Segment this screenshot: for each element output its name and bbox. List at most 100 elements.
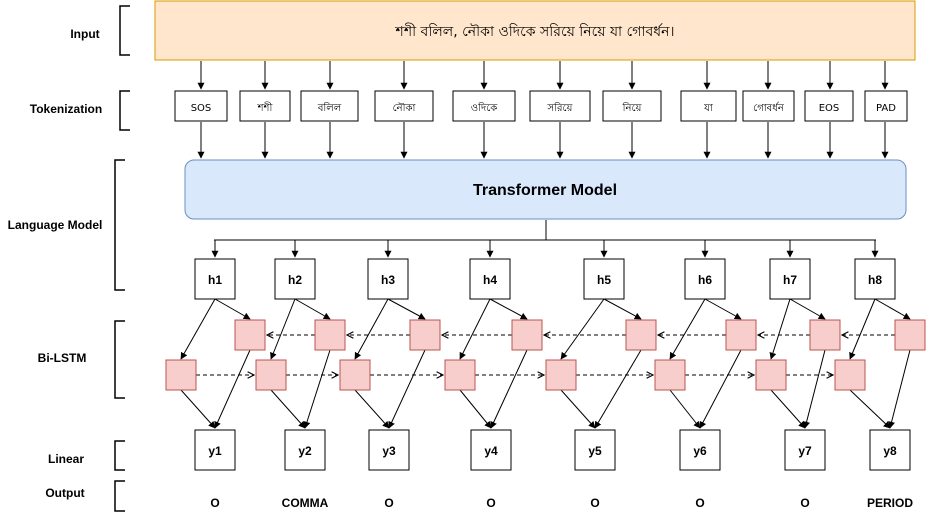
bracket-bilstm	[114, 320, 125, 399]
linear-output-label: y3	[382, 444, 396, 458]
hidden-to-forward-arrow	[560, 298, 605, 360]
output-tag: O	[210, 496, 219, 510]
output-tag: O	[590, 496, 599, 510]
forward-lstm-cell	[444, 359, 476, 391]
hidden-state-label: h2	[288, 273, 302, 287]
backward-to-linear-arrow	[303, 349, 331, 429]
hidden-state-label: h6	[698, 273, 712, 287]
token-box	[804, 90, 854, 122]
token-label: সরিয়ে	[547, 102, 574, 114]
backward-to-linear-arrow	[699, 349, 742, 429]
output-tag: PERIOD	[867, 496, 913, 510]
linear-output-box	[679, 429, 721, 471]
label-bilstm: Bi-LSTM	[38, 351, 87, 365]
transformer-box	[184, 159, 907, 220]
token-label: নৌকা	[393, 102, 417, 114]
forward-to-linear-arrow	[354, 389, 390, 429]
forward-lstm-cell	[339, 359, 371, 391]
hidden-state-box	[367, 258, 409, 300]
linear-output-label: y8	[883, 444, 897, 458]
bilstm-cells	[165, 319, 926, 391]
bracket-language-model	[114, 159, 125, 291]
hidden-to-backward-arrow	[489, 298, 528, 320]
hidden-state-box	[469, 258, 511, 300]
token-box	[174, 90, 228, 122]
input-box	[154, 0, 916, 61]
transformer-title: Transformer Model	[473, 182, 617, 199]
hidden-to-backward-arrow	[704, 298, 742, 320]
hidden-state-box	[854, 258, 896, 300]
linear-output-label: y6	[693, 444, 707, 458]
token-label: বলিল	[317, 102, 342, 114]
hidden-state-label: h5	[597, 273, 611, 287]
backward-to-linear-arrow	[594, 349, 642, 429]
backward-lstm-cell	[511, 319, 543, 351]
token-box	[529, 90, 591, 122]
token-label: গোবর্ধন	[753, 102, 785, 114]
token-label: যা	[703, 103, 714, 114]
forward-lstm-cell	[654, 359, 686, 391]
linear-output-box	[368, 429, 410, 471]
linear-output-box	[194, 429, 236, 471]
token-box	[864, 90, 908, 122]
linear-output-box	[869, 429, 911, 471]
forward-lstm-cell	[755, 359, 787, 391]
output-tag: O	[486, 496, 495, 510]
backward-to-linear-arrow	[803, 349, 826, 429]
forward-to-linear-arrow	[180, 389, 216, 429]
hidden-to-forward-arrow	[270, 298, 296, 360]
token-label: SOS	[191, 103, 212, 114]
hidden-to-backward-arrow	[294, 298, 331, 320]
backward-lstm-cell	[809, 319, 841, 351]
hidden-to-forward-arrow	[669, 298, 706, 360]
hidden-to-backward-arrow	[214, 298, 251, 320]
linear-output-label: y7	[798, 444, 812, 458]
forward-lstm-cell	[255, 359, 287, 391]
hidden-to-forward-arrow	[180, 298, 216, 360]
token-label: ওদিকে	[471, 102, 498, 114]
linear-output-box	[470, 429, 512, 471]
token-label: শশী	[257, 101, 273, 114]
hidden-state-box	[684, 258, 726, 300]
label-language-model: Language Model	[8, 218, 103, 232]
backward-to-linear-arrow	[490, 349, 528, 429]
backward-lstm-cell	[234, 319, 266, 351]
token-box	[680, 90, 737, 122]
linear-output-label: y4	[484, 444, 498, 458]
forward-to-linear-arrow	[560, 389, 596, 429]
connection-lines	[180, 61, 911, 429]
forward-lstm-cell	[545, 359, 577, 391]
token-box	[300, 90, 359, 122]
backward-lstm-cell	[894, 319, 926, 351]
bracket-input	[119, 5, 130, 56]
linear-output-box	[284, 429, 326, 471]
token-box	[452, 90, 516, 122]
token-box	[239, 90, 291, 122]
backward-to-linear-arrow	[888, 349, 911, 429]
hidden-state-box	[194, 258, 236, 300]
hidden-state-label: h3	[381, 273, 395, 287]
hidden-state-label: h1	[208, 273, 222, 287]
hidden-to-forward-arrow	[459, 298, 491, 360]
token-box	[742, 90, 795, 122]
hidden-to-backward-arrow	[789, 298, 826, 320]
token-box	[374, 90, 434, 122]
backward-lstm-cell	[314, 319, 346, 351]
forward-lstm-cell	[165, 359, 197, 391]
hidden-to-forward-arrow	[769, 298, 791, 360]
token-box	[602, 90, 662, 122]
forward-to-linear-arrow	[849, 389, 891, 429]
label-output: Output	[45, 486, 84, 500]
backward-to-linear-arrow	[388, 349, 426, 429]
output-tag: O	[800, 496, 809, 510]
token-label: PAD	[876, 103, 896, 114]
linear-output-label: y1	[208, 444, 222, 458]
hidden-state-label: h7	[783, 273, 797, 287]
output-tag: COMMA	[282, 496, 329, 510]
output-tag: O	[384, 496, 393, 510]
hidden-to-backward-arrow	[603, 298, 642, 320]
